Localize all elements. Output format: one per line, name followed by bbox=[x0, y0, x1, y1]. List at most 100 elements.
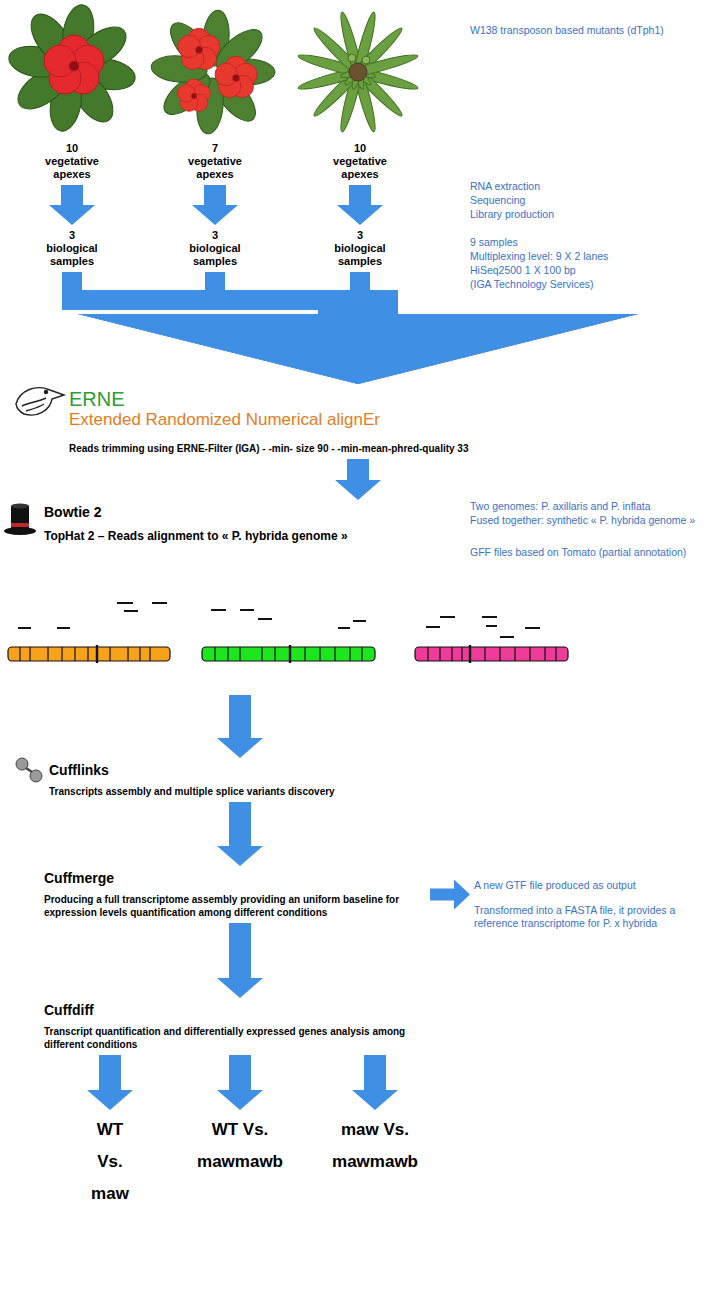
annotation-text: GFF files based on Tomato (partial annot… bbox=[470, 546, 686, 559]
red-flower bbox=[178, 28, 258, 111]
erne-logo bbox=[44, 390, 47, 393]
node-title: 10 vegetative apexes bbox=[45, 142, 99, 181]
flow-arrow bbox=[61, 185, 83, 205]
sample-count: 10 vegetative apexes bbox=[41, 138, 103, 185]
flow-arrow bbox=[430, 889, 454, 901]
annotation-text: HiSeq2500 1 X 100 bp bbox=[470, 264, 576, 277]
sequencing-reads bbox=[211, 610, 366, 628]
node-text: Producing a full transcriptome assembly … bbox=[44, 893, 426, 919]
annotation-text: (IGA Technology Services) bbox=[470, 278, 594, 291]
gene-models bbox=[97, 645, 470, 663]
erne-logo bbox=[16, 388, 64, 415]
comparison: WT Vs. mawmawb bbox=[193, 1110, 287, 1182]
node-title: 7 vegetative apexes bbox=[188, 142, 242, 181]
alignment-step: Bowtie 2 TopHat 2 – Reads alignment to « … bbox=[40, 500, 460, 695]
node-title: WT Vs. maw bbox=[91, 1114, 129, 1210]
tophat-logo bbox=[11, 523, 29, 527]
flow-arrow bbox=[229, 1055, 251, 1090]
cufflinks-logo bbox=[26, 768, 32, 772]
biological-samples: 3 biological samples bbox=[330, 225, 389, 272]
annotation-text: Two genomes: P. axillaris and P. inflata bbox=[470, 500, 651, 513]
mawmawb-plant bbox=[348, 54, 356, 62]
annotation-text: Fused together: synthetic « P. hybrida g… bbox=[470, 514, 695, 527]
node-text: TopHat 2 – Reads alignment to « P. hybri… bbox=[44, 529, 456, 544]
tophat-logo bbox=[4, 527, 36, 535]
annotation-text: Multiplexing level: 9 X 2 lanes bbox=[470, 250, 608, 263]
assembly-step: CufflinksTranscripts assembly and multip… bbox=[45, 758, 465, 802]
sequencing-reads bbox=[426, 617, 540, 637]
erne-logo bbox=[16, 388, 64, 415]
cufflinks-logo bbox=[16, 758, 42, 782]
flow-arrow bbox=[347, 459, 369, 480]
node-text: Transcript quantification and differenti… bbox=[44, 1025, 426, 1051]
flow-arrow bbox=[364, 1055, 386, 1090]
red-flower bbox=[215, 56, 257, 97]
gene-models bbox=[202, 647, 375, 661]
flow-arrow bbox=[229, 695, 251, 738]
annotation-text: Sequencing bbox=[470, 194, 525, 207]
node-title: Cuffdiff bbox=[44, 1002, 426, 1019]
node-text: Reads trimming using ERNE-Filter (IGA) -… bbox=[69, 442, 621, 455]
flow-arrow bbox=[99, 1055, 121, 1090]
red-flower bbox=[178, 28, 220, 69]
flow-arrow bbox=[204, 185, 226, 205]
annotation-text: RNA extraction bbox=[470, 180, 540, 193]
output-note: A new GTF file produced as outputTransfo… bbox=[470, 875, 702, 934]
red-flower bbox=[233, 75, 240, 82]
mawmawb-plant bbox=[342, 25, 406, 89]
mawmawb-plant bbox=[362, 56, 370, 64]
gene-models bbox=[415, 647, 568, 661]
flow-arrow bbox=[358, 272, 360, 314]
node-text: Transcripts assembly and multiple splice… bbox=[49, 785, 461, 798]
node-title: 10 vegetative apexes bbox=[333, 142, 387, 181]
mawmawb-plant bbox=[349, 63, 367, 81]
sample-count: 10 vegetative apexes bbox=[329, 138, 391, 185]
gene-models bbox=[20, 647, 150, 661]
node-text: Transformed into a FASTA file, it provid… bbox=[474, 904, 698, 930]
flow-arrow bbox=[349, 185, 371, 205]
flow-arrow bbox=[229, 923, 251, 978]
maw-plant bbox=[150, 9, 275, 135]
mawmawb-plant bbox=[339, 51, 419, 81]
red-flower bbox=[191, 93, 197, 99]
red-flower bbox=[178, 79, 211, 111]
node-title: A new GTF file produced as output bbox=[474, 879, 698, 892]
red-flower bbox=[69, 61, 79, 71]
comparison: maw Vs. mawmawb bbox=[328, 1110, 422, 1182]
erne-logo bbox=[26, 404, 44, 411]
flow-arrow bbox=[215, 272, 358, 314]
wild-type-plant bbox=[6, 2, 137, 133]
gene-models bbox=[215, 647, 362, 661]
red-flower bbox=[196, 47, 203, 54]
tophat-logo bbox=[4, 504, 36, 536]
flow-arrow bbox=[229, 802, 251, 846]
diff-step: CuffdiffTranscript quantification and di… bbox=[40, 998, 430, 1055]
node-title: Cufflinks bbox=[49, 762, 461, 779]
sequencing-reads bbox=[18, 603, 167, 628]
mawmawb-plant bbox=[297, 11, 419, 133]
tophat-logo bbox=[11, 504, 29, 509]
gene-models bbox=[428, 647, 556, 661]
merge-step: CuffmergeProducing a full transcriptome … bbox=[40, 866, 430, 923]
sequencing-reads bbox=[18, 603, 540, 637]
biological-samples: 3 biological samples bbox=[185, 225, 244, 272]
sample-count: 7 vegetative apexes bbox=[184, 138, 246, 185]
gene-models bbox=[8, 645, 568, 663]
erne-step: ERNEExtended Randomized Numerical alignE… bbox=[65, 384, 625, 459]
node-title: WT Vs. mawmawb bbox=[197, 1114, 283, 1178]
red-flower bbox=[178, 28, 220, 69]
node-title: ERNE bbox=[69, 388, 621, 410]
annotation-text: Library production bbox=[470, 208, 554, 221]
tophat-logo bbox=[11, 506, 29, 530]
red-flower bbox=[178, 79, 211, 111]
annotation-text: 9 samples bbox=[470, 236, 518, 249]
node-title: maw Vs. mawmawb bbox=[332, 1114, 418, 1178]
node-title: Bowtie 2 bbox=[44, 504, 456, 521]
gene-models bbox=[8, 647, 170, 661]
red-flower bbox=[215, 56, 257, 97]
node-title: 3 biological samples bbox=[334, 229, 385, 268]
node-text: Extended Randomized Numerical alignEr bbox=[69, 410, 621, 430]
flow-arrow bbox=[72, 272, 358, 314]
